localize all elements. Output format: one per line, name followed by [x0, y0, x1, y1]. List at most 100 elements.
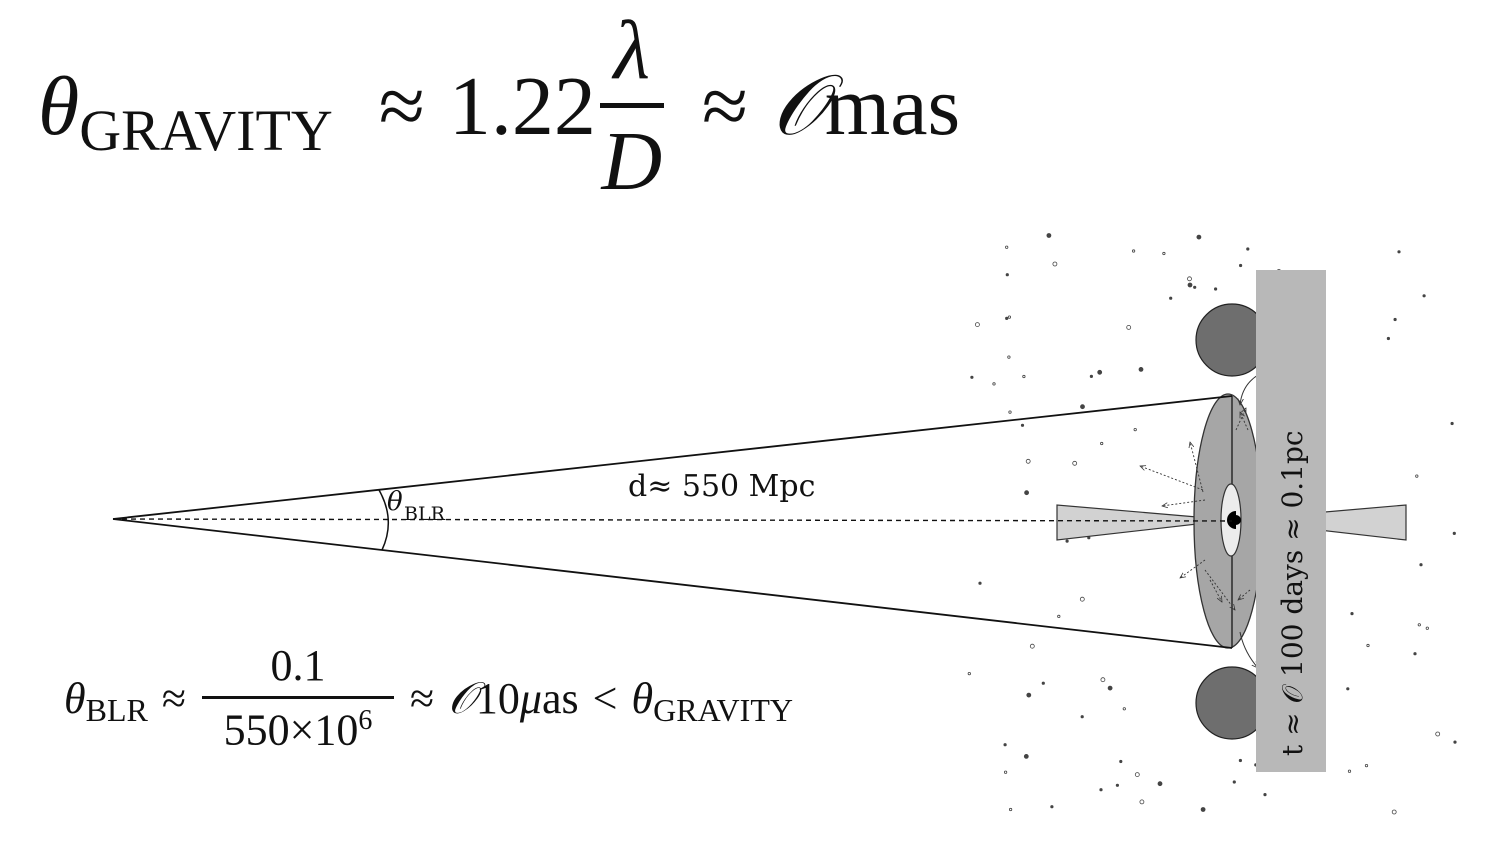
cloud-dot	[1169, 296, 1173, 300]
fraction-numerator-2: 0.1	[270, 640, 326, 690]
theta-blr-symbol: θ	[64, 673, 86, 723]
cloud-dot	[1126, 324, 1132, 330]
cloud-dot	[1386, 336, 1391, 341]
cloud-dot	[1138, 366, 1144, 372]
distance-label: d≈ 550 Mpc	[628, 469, 815, 504]
gravity-subscript-2: GRAVITY	[653, 691, 793, 728]
cloud-dot	[1162, 251, 1166, 256]
cloud-dot	[1080, 404, 1085, 410]
cloud-dot	[1005, 245, 1009, 249]
cloud-dot	[1052, 261, 1058, 267]
cloud-dot	[1008, 410, 1012, 414]
less-than-sign: <	[592, 673, 618, 723]
denominator-exponent: 6	[358, 704, 373, 736]
cloud-dot	[1187, 282, 1193, 288]
denominator-base: 550×10	[223, 705, 359, 755]
cloud-dot	[1214, 287, 1218, 291]
cloud-dot	[1072, 460, 1078, 466]
cloud-dot	[1007, 315, 1012, 319]
lower-curved-arrow	[1239, 631, 1258, 668]
cloud-dot	[1079, 596, 1085, 602]
unit-mas: mas	[824, 59, 961, 153]
cloud-dot	[1041, 681, 1045, 685]
cloud-dot	[1413, 652, 1417, 656]
approx-sign-3: ≈	[161, 673, 187, 723]
cloud-dot	[1026, 692, 1032, 698]
approx-sign-4: ≈	[410, 673, 435, 723]
cloud-dot	[1239, 263, 1243, 268]
cloud-dot	[1057, 614, 1061, 619]
left-jet-cone	[1056, 504, 1233, 541]
cloud-dot	[1134, 772, 1140, 777]
cloud-dot	[992, 382, 996, 386]
cloud-dot	[1008, 807, 1013, 812]
cloud-dot	[1089, 374, 1094, 378]
cloud-dot	[1115, 783, 1120, 787]
equation-bottom: θ BLR ≈ 0.1 550×106 ≈ 𝒪 10 μ as < θ GRAV…	[64, 640, 793, 756]
cloud-dot	[1425, 626, 1429, 630]
fraction-denominator: D	[601, 114, 663, 208]
cloud-dot	[1029, 643, 1035, 649]
cloud-dot	[1193, 285, 1197, 289]
cloud-dot	[1003, 743, 1007, 747]
cloud-dot	[1132, 249, 1136, 253]
coefficient: 1.22	[448, 59, 596, 153]
cloud-dot	[1065, 539, 1069, 543]
cloud-dot	[1187, 276, 1192, 282]
light-travel-band	[1256, 270, 1326, 772]
cloud-dot	[1415, 474, 1419, 478]
cloud-dot	[1007, 355, 1011, 359]
cloud-dot	[1246, 247, 1250, 251]
time-label: t ≈ 𝒪 100 days ≈ 0.1pc	[1276, 430, 1309, 756]
cloud-dot	[1100, 677, 1106, 683]
cloud-dot	[1232, 780, 1236, 784]
cloud-dot	[1005, 273, 1009, 277]
approx-sign-2: ≈	[701, 59, 748, 153]
cloud-dot	[1122, 707, 1126, 711]
cloud-dot	[1080, 715, 1084, 719]
cloud-dot	[1435, 731, 1441, 737]
cone-upper-edge	[112, 395, 1233, 520]
equation-top: θ GRAVITY ≈ 1.22 λ D ≈ 𝒪 mas	[38, 6, 960, 206]
unit-as: as	[542, 673, 579, 723]
theta-symbol: θ	[38, 59, 80, 153]
cloud-dot	[1133, 427, 1137, 432]
cloud-dot	[1097, 369, 1103, 375]
cloud-dot	[975, 322, 980, 328]
cloud-dot	[1347, 769, 1352, 773]
cloud-dot	[1350, 611, 1354, 616]
cloud-dot	[1393, 317, 1397, 322]
cloud-dot	[1139, 799, 1145, 805]
cloud-dot	[1346, 687, 1350, 691]
cloud-dot	[1107, 685, 1113, 691]
mu-symbol: μ	[519, 673, 542, 723]
black-hole-core	[1231, 515, 1241, 525]
cloud-dot	[1100, 441, 1104, 446]
lambda-over-d-fraction: λ D	[599, 8, 664, 208]
cloud-dot	[1364, 763, 1369, 768]
order-symbol-2: 𝒪	[448, 673, 476, 723]
order-symbol: 𝒪	[771, 59, 825, 153]
theta-gravity-symbol: θ	[631, 673, 654, 723]
distance-fraction: 0.1 550×106	[202, 640, 395, 755]
cloud-dot	[1391, 809, 1397, 815]
velocity-arrows	[1140, 408, 1251, 610]
angle-arc	[378, 489, 390, 551]
fraction-bar	[599, 102, 664, 108]
cloud-dot	[1020, 423, 1025, 427]
blr-subscript: BLR	[85, 691, 148, 728]
fraction-denominator-2: 550×106	[223, 704, 373, 755]
cloud-dot	[1452, 531, 1456, 536]
upper-curved-arrow	[1240, 374, 1259, 405]
cloud-dot	[1200, 807, 1206, 812]
cloud-dot	[1119, 759, 1123, 764]
cloud-dot	[1157, 781, 1163, 787]
approx-sign: ≈	[378, 59, 425, 153]
cloud-dot	[1238, 758, 1243, 763]
cloud-dot	[1263, 792, 1267, 797]
cloud-dot	[970, 375, 974, 379]
fraction-bar-2	[202, 695, 395, 699]
angle-theta: θ	[387, 487, 403, 517]
cloud-dot	[1005, 316, 1009, 320]
